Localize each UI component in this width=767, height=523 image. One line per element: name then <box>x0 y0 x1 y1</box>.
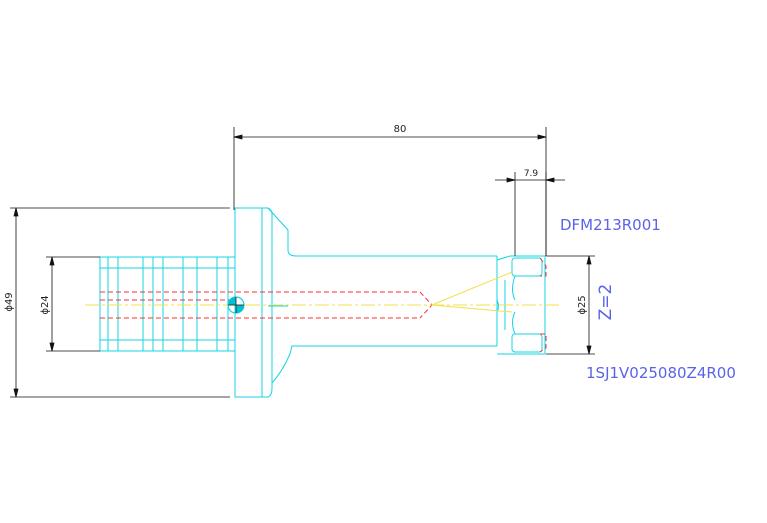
cutter-insert-top <box>511 257 543 277</box>
center-lines <box>85 271 560 313</box>
part-number-label: 1SJ1V025080Z4R00 <box>586 364 736 382</box>
dimension-lines <box>10 127 595 398</box>
coolant-channel-bottom <box>539 333 547 353</box>
cutter-diameter-label: ϕ25 <box>577 295 588 314</box>
neck-bottom <box>271 345 497 384</box>
coolant-channel-top <box>539 257 547 277</box>
flange <box>234 207 273 398</box>
flutes-label: Z=2 <box>596 284 616 321</box>
tool-code-label: DFM213R001 <box>560 216 661 234</box>
shank-diameter-label: ϕ24 <box>40 295 51 314</box>
tool-outline <box>99 207 546 398</box>
center-marker <box>227 296 245 314</box>
cutter-insert-bottom <box>511 333 543 353</box>
shank-section <box>99 256 236 352</box>
overall-length-label: 80 <box>394 124 407 135</box>
flange-diameter-label: ϕ49 <box>4 292 15 311</box>
neck-top <box>267 207 497 257</box>
tip-length-label: 7.9 <box>524 169 539 179</box>
